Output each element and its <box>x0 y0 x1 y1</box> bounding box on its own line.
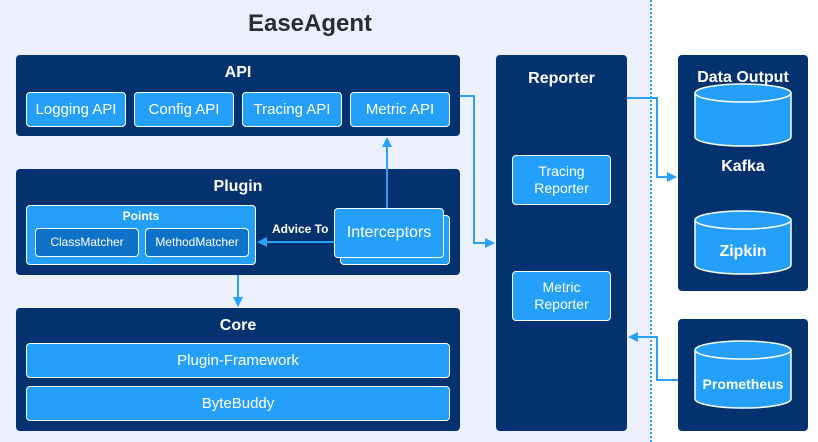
api-panel: API Logging API Config API Tracing API M… <box>16 55 460 136</box>
tracing-api: Tracing API <box>242 92 342 127</box>
plugin-panel: Plugin Points ClassMatcher MethodMatcher… <box>16 169 460 275</box>
data-output-title: Data Output Server <box>678 68 808 106</box>
reporter-title: Reporter <box>528 70 595 87</box>
interceptors: Interceptors <box>334 208 444 258</box>
core-panel: Core Plugin-Framework ByteBuddy <box>16 308 460 431</box>
metric-reporter: Metric Reporter <box>512 271 611 321</box>
config-api: Config API <box>134 92 234 127</box>
plugin-title: Plugin <box>213 178 263 195</box>
tracing-reporter: Tracing Reporter <box>512 155 611 205</box>
api-title: API <box>224 64 252 81</box>
plugin-framework: Plugin-Framework <box>26 343 450 378</box>
tracing-reporter-line1: Tracing <box>538 163 585 180</box>
bytebuddy: ByteBuddy <box>26 386 450 421</box>
zipkin-label: Zipkin <box>719 243 767 260</box>
class-matcher: ClassMatcher <box>35 228 139 257</box>
points-group: Points ClassMatcher MethodMatcher <box>26 205 256 265</box>
data-output-title-line1: Data Output <box>697 69 789 86</box>
boundary-divider <box>650 0 652 442</box>
data-output-title-line2: Server <box>718 88 768 105</box>
points-title: Points <box>122 209 160 223</box>
metrics-server-panel <box>678 319 808 431</box>
kafka-label: Kafka <box>721 158 765 175</box>
core-title: Core <box>219 317 257 334</box>
prometheus-label: Prometheus <box>702 376 784 392</box>
logging-api: Logging API <box>26 92 126 127</box>
metric-reporter-line1: Metric <box>542 279 581 296</box>
metric-api: Metric API <box>350 92 450 127</box>
advice-to-label: Advice To <box>272 222 329 236</box>
tracing-reporter-line2: Reporter <box>534 180 589 196</box>
method-matcher: MethodMatcher <box>145 228 249 257</box>
diagram-title: EaseAgent <box>247 10 373 37</box>
reporter-panel: Reporter Tracing Reporter Metric Reporte… <box>496 55 627 431</box>
metric-reporter-line2: Reporter <box>534 296 589 312</box>
